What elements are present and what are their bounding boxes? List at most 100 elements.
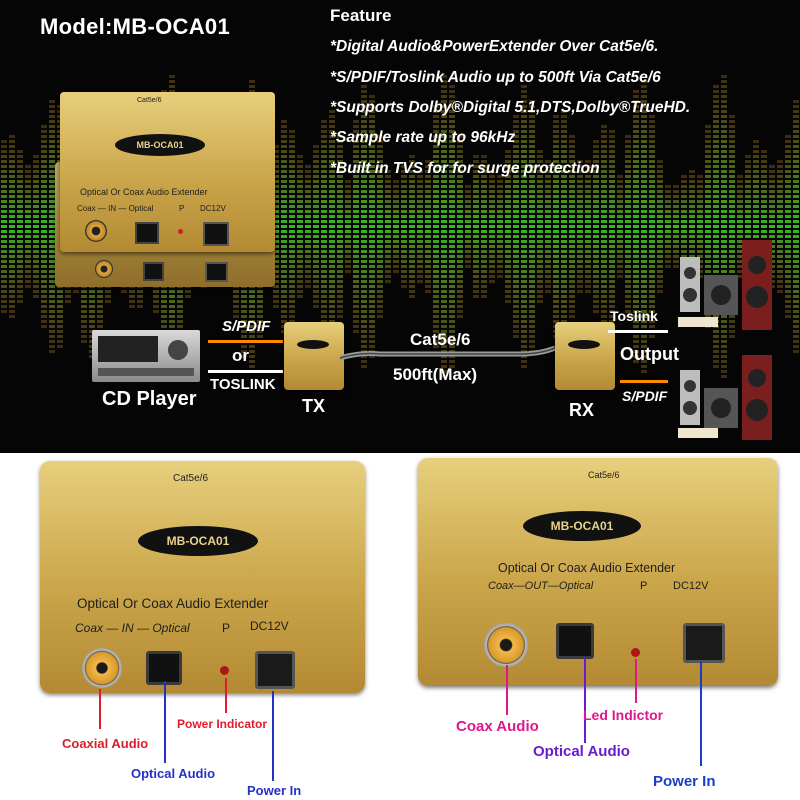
equalizer-segment (521, 195, 527, 198)
equalizer-segment (521, 315, 527, 318)
equalizer-segment (329, 145, 335, 148)
equalizer-segment (313, 145, 319, 148)
equalizer-segment (401, 180, 407, 183)
equalizer-segment (369, 135, 375, 138)
equalizer-segment (745, 195, 751, 198)
equalizer-segment (777, 185, 783, 188)
equalizer-segment (17, 225, 23, 228)
equalizer-segment (281, 140, 287, 143)
equalizer-segment (89, 315, 95, 318)
equalizer-segment (609, 275, 615, 278)
dc-label: DC12V (250, 619, 289, 633)
equalizer-segment (529, 280, 535, 283)
equalizer-segment (585, 215, 591, 218)
equalizer-segment (17, 160, 23, 163)
port-label: Coax—OUT—Optical (488, 580, 594, 592)
equalizer-segment (281, 120, 287, 123)
equalizer-segment (649, 315, 655, 318)
equalizer-segment (273, 250, 279, 253)
equalizer-segment (601, 200, 607, 203)
equalizer-segment (473, 160, 479, 163)
equalizer-segment (585, 180, 591, 183)
equalizer-segment (321, 170, 327, 173)
equalizer-segment (297, 285, 303, 288)
equalizer-segment (465, 220, 471, 223)
equalizer-segment (321, 280, 327, 283)
equalizer-segment (785, 315, 791, 318)
equalizer-segment (17, 300, 23, 303)
equalizer-segment (441, 215, 447, 218)
equalizer-segment (257, 310, 263, 313)
equalizer-segment (561, 200, 567, 203)
equalizer-segment (369, 330, 375, 333)
equalizer-segment (457, 190, 463, 193)
equalizer-segment (425, 205, 431, 208)
equalizer-segment (625, 185, 631, 188)
equalizer-segment (785, 160, 791, 163)
equalizer-segment (705, 215, 711, 218)
led-indicator-callout: Led Indictor (583, 707, 664, 723)
equalizer-segment (737, 185, 743, 188)
equalizer-segment (641, 175, 647, 178)
equalizer-segment (361, 120, 367, 123)
equalizer-segment (545, 215, 551, 218)
equalizer-segment (521, 335, 527, 338)
equalizer-segment (777, 245, 783, 248)
equalizer-segment (385, 235, 391, 238)
equalizer-segment (641, 260, 647, 263)
equalizer-segment (689, 235, 695, 238)
equalizer-segment (353, 200, 359, 203)
equalizer-segment (705, 250, 711, 253)
equalizer-segment (353, 250, 359, 253)
equalizer-segment (609, 160, 615, 163)
equalizer-segment (689, 240, 695, 243)
equalizer-segment (377, 215, 383, 218)
equalizer-segment (329, 160, 335, 163)
equalizer-segment (305, 270, 311, 273)
equalizer-segment (673, 200, 679, 203)
equalizer-segment (753, 175, 759, 178)
equalizer-segment (17, 250, 23, 253)
equalizer-segment (721, 145, 727, 148)
equalizer-segment (513, 330, 519, 333)
equalizer-segment (729, 140, 735, 143)
equalizer-segment (49, 245, 55, 248)
equalizer-segment (289, 195, 295, 198)
equalizer-segment (641, 180, 647, 183)
distance-label: 500ft(Max) (393, 365, 478, 384)
equalizer-segment (297, 280, 303, 283)
equalizer-segment (17, 295, 23, 298)
equalizer-segment (401, 280, 407, 283)
equalizer-segment (377, 175, 383, 178)
equalizer-segment (537, 260, 543, 263)
equalizer-segment (721, 320, 727, 323)
equalizer-segment (369, 130, 375, 133)
equalizer-segment (641, 345, 647, 348)
equalizer-segment (41, 290, 47, 293)
equalizer-segment (633, 350, 639, 353)
equalizer-segment (641, 235, 647, 238)
equalizer-segment (537, 265, 543, 268)
equalizer-segment (753, 200, 759, 203)
equalizer-segment (521, 285, 527, 288)
equalizer-segment (569, 230, 575, 233)
equalizer-segment (521, 365, 527, 368)
equalizer-segment (753, 170, 759, 173)
equalizer-segment (537, 240, 543, 243)
equalizer-segment (153, 300, 159, 303)
equalizer-segment (529, 230, 535, 233)
equalizer-segment (289, 170, 295, 173)
dc-jack-icon (205, 262, 228, 282)
equalizer-segment (609, 285, 615, 288)
equalizer-segment (41, 195, 47, 198)
equalizer-segment (569, 165, 575, 168)
equalizer-segment (793, 260, 799, 263)
equalizer-segment (9, 290, 15, 293)
equalizer-segment (297, 205, 303, 208)
equalizer-segment (633, 115, 639, 118)
equalizer-segment (513, 265, 519, 268)
equalizer-segment (777, 260, 783, 263)
equalizer-segment (441, 75, 447, 78)
equalizer-segment (537, 185, 543, 188)
equalizer-segment (457, 175, 463, 178)
